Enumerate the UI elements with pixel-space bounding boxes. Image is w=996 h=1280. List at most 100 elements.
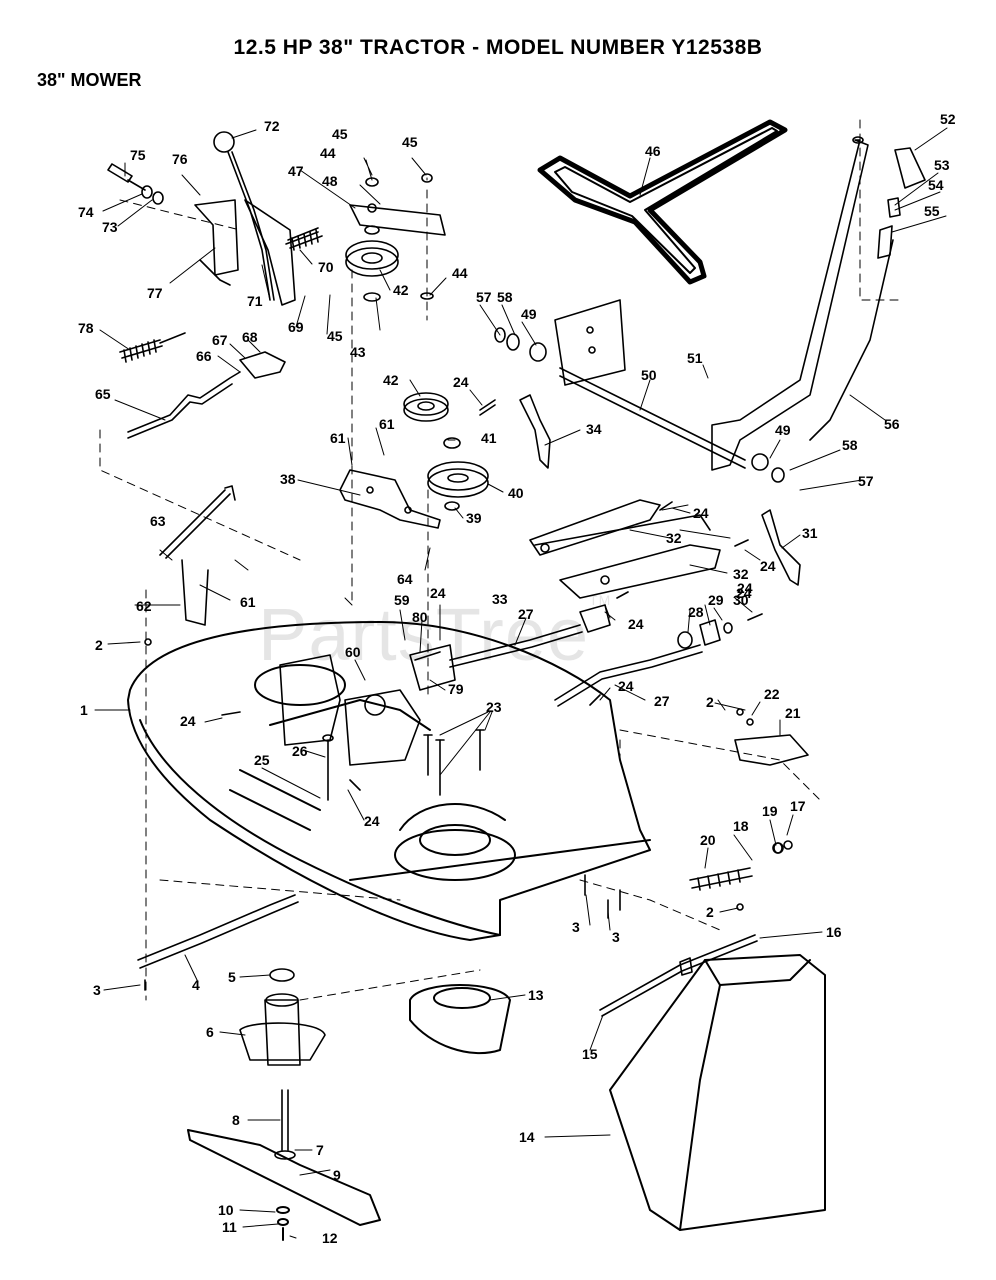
callout-24a: 24 (453, 374, 469, 390)
callout-41: 41 (481, 430, 497, 446)
callout-70: 70 (318, 259, 334, 275)
callout-54: 54 (928, 177, 944, 193)
callout-5: 5 (228, 969, 236, 985)
callout-13: 13 (528, 987, 544, 1003)
callout-27a: 27 (518, 606, 534, 622)
callout-24i: 24 (180, 713, 196, 729)
height-bracket (519, 394, 551, 469)
deck-stabilizer (137, 894, 299, 969)
callout-73: 73 (102, 219, 118, 235)
callout-44a: 44 (320, 145, 336, 161)
callout-11: 11 (222, 1219, 237, 1235)
callout-80: 80 (412, 609, 428, 625)
callout-12: 12 (322, 1230, 338, 1246)
lift-handle (711, 136, 926, 483)
callout-47: 47 (288, 163, 304, 179)
mower-deck (127, 621, 651, 941)
callout-24c: 24 (760, 558, 776, 574)
callout-9: 9 (333, 1167, 341, 1183)
callout-31: 31 (802, 525, 818, 541)
page-subtitle: 38" MOWER (37, 70, 142, 90)
mounting-bolts (423, 729, 485, 796)
callout-numbers: 72 75 76 74 73 77 71 70 69 45 44 48 47 4… (78, 111, 956, 1246)
callout-71: 71 (247, 293, 263, 309)
watermark-trademark: TM (589, 592, 612, 608)
adjustment-link-bars (529, 499, 721, 599)
small-hardware (144, 638, 783, 991)
callout-43: 43 (350, 344, 366, 360)
callout-27b: 27 (654, 693, 670, 709)
pulley-lower (427, 437, 489, 511)
callout-40: 40 (508, 485, 524, 501)
callout-74: 74 (78, 204, 94, 220)
adjustment-lever (761, 509, 801, 586)
chute-hinge-rod (599, 934, 758, 1017)
callout-45a: 45 (332, 126, 348, 142)
callout-32b: 32 (733, 566, 749, 582)
callout-57b: 57 (858, 473, 874, 489)
callout-21: 21 (785, 705, 801, 721)
front-axle-shaft (494, 299, 746, 469)
callout-8: 8 (232, 1112, 240, 1128)
callout-78: 78 (78, 320, 94, 336)
pivot-bolt-washers (107, 163, 164, 205)
callout-49b: 49 (775, 422, 791, 438)
callout-3c: 3 (93, 982, 101, 998)
callout-24f: 24 (628, 616, 644, 632)
callout-7: 7 (316, 1142, 324, 1158)
page-title: 12.5 HP 38" TRACTOR - MODEL NUMBER Y1253… (233, 36, 763, 59)
pulley-upper (345, 225, 434, 302)
callout-1: 1 (80, 702, 88, 718)
callout-30: 30 (733, 592, 749, 608)
watermark-text: PartsTree (258, 593, 590, 676)
callout-23: 23 (486, 699, 502, 715)
lift-lever-assembly (194, 131, 296, 306)
return-spring (119, 332, 186, 363)
callout-68: 68 (242, 329, 258, 345)
callout-2a: 2 (95, 637, 103, 653)
callout-15: 15 (582, 1046, 598, 1062)
callout-77: 77 (147, 285, 163, 301)
callout-26: 26 (292, 743, 308, 759)
callout-6: 6 (206, 1024, 214, 1040)
lift-link (159, 485, 236, 626)
callout-66: 66 (196, 348, 212, 364)
callout-3b: 3 (612, 929, 620, 945)
callout-16: 16 (826, 924, 842, 940)
callout-69: 69 (288, 319, 304, 335)
callout-34: 34 (586, 421, 602, 437)
discharge-chute (609, 954, 826, 1231)
callout-44b: 44 (452, 265, 468, 281)
callout-53: 53 (934, 157, 950, 173)
callout-64: 64 (397, 571, 413, 587)
callout-4: 4 (192, 977, 200, 993)
mower-blade (187, 1129, 381, 1241)
callout-42a: 42 (393, 282, 409, 298)
callout-3a: 3 (572, 919, 580, 935)
callout-76: 76 (172, 151, 188, 167)
callout-67: 67 (212, 332, 228, 348)
callout-62: 62 (136, 598, 152, 614)
drive-belt (537, 119, 788, 285)
callout-2c: 2 (706, 904, 714, 920)
callout-19: 19 (762, 803, 778, 819)
callout-24h: 24 (618, 678, 634, 694)
callout-10: 10 (218, 1202, 234, 1218)
idler-plate (339, 469, 441, 529)
callout-61a: 61 (330, 430, 346, 446)
callout-48: 48 (322, 173, 338, 189)
callout-45c: 45 (327, 328, 343, 344)
callout-72: 72 (264, 118, 280, 134)
callout-24g: 24 (737, 580, 753, 596)
callout-61c: 61 (240, 594, 256, 610)
callout-49a: 49 (521, 306, 537, 322)
callout-58a: 58 (497, 289, 513, 305)
callout-61b: 61 (379, 416, 395, 432)
spindle-housing (409, 984, 511, 1055)
callout-57a: 57 (476, 289, 492, 305)
pulley-middle (403, 392, 449, 422)
callout-59: 59 (394, 592, 410, 608)
lift-rod (127, 351, 286, 439)
chute-spring (689, 840, 793, 891)
callout-2b: 2 (706, 694, 714, 710)
